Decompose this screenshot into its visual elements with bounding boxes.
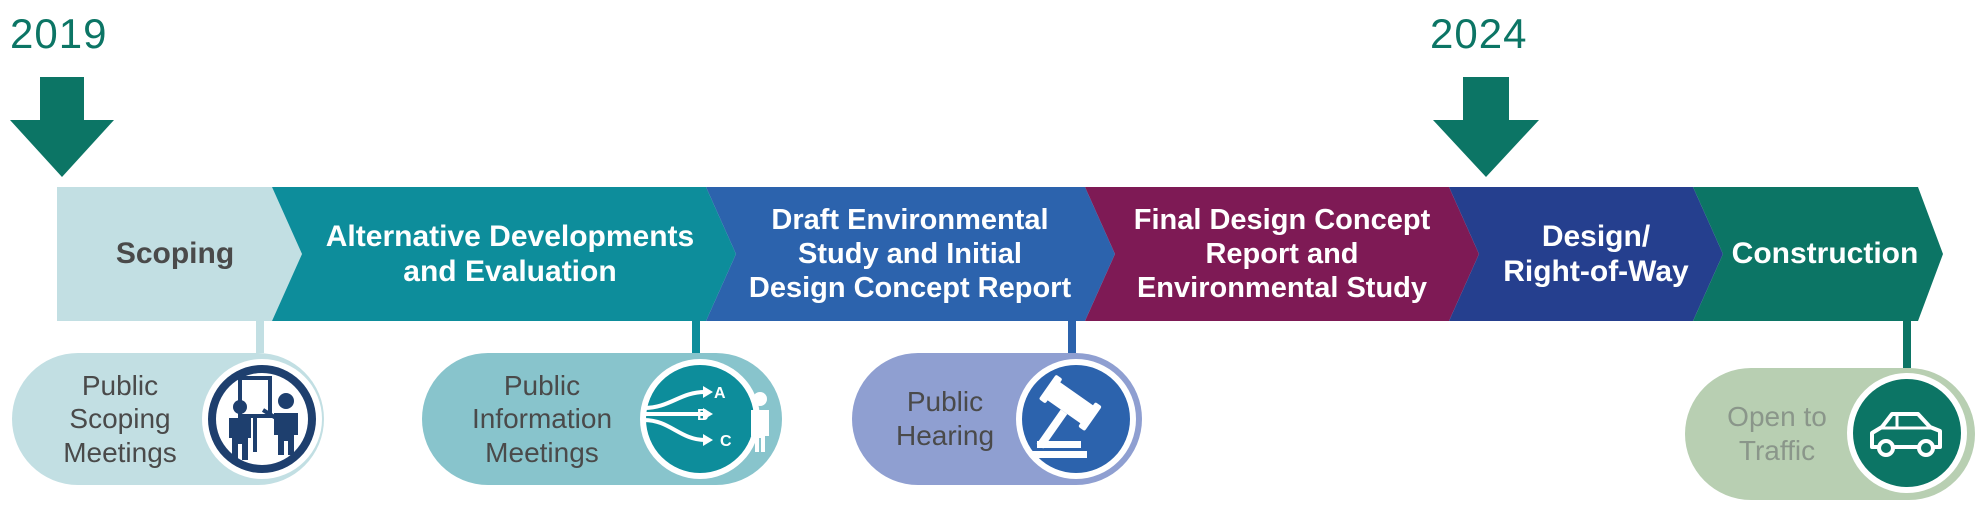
milestone-label-hearing: Public Hearing: [895, 386, 995, 451]
connector-information: [692, 321, 700, 353]
connector-traffic: [1903, 321, 1911, 368]
gavel-icon: [1016, 359, 1136, 479]
end-arrow-icon: [1433, 77, 1539, 177]
presentation-meeting-icon: [202, 359, 322, 479]
end-year: 2024: [1430, 10, 1528, 57]
connector-scoping: [256, 321, 264, 353]
stage-design-shape: [1449, 187, 1723, 321]
svg-text:C: C: [720, 433, 732, 450]
stage-label-design: Design/ Right-of-Way: [1503, 219, 1689, 288]
alternatives-abc-icon: A B C: [640, 359, 769, 479]
stage-final-shape: [1085, 187, 1479, 321]
milestone-label-traffic: Open to Traffic: [1727, 401, 1827, 466]
svg-text:B: B: [697, 407, 709, 424]
stage-label-draft: Draft Environmental Study and Initial De…: [748, 203, 1072, 305]
stage-label-construction: Construction: [1731, 237, 1919, 271]
car-icon: [1847, 373, 1967, 493]
start-arrow-icon: [10, 77, 114, 177]
stage-construction-shape: [1693, 187, 1943, 321]
stage-draft-shape: [706, 187, 1115, 321]
stage-label-final: Final Design Concept Report and Environm…: [1133, 203, 1431, 305]
stage-label-alternatives: Alternative Developments and Evaluation: [325, 219, 695, 288]
milestone-label-information: Public Information Meetings: [471, 369, 613, 468]
stage-alternatives-shape: [272, 187, 736, 321]
stage-label-scoping: Scoping: [115, 237, 235, 271]
connector-hearing: [1068, 321, 1076, 353]
start-year: 2019: [10, 10, 108, 57]
milestone-label-scoping: Public Scoping Meetings: [63, 369, 177, 468]
svg-text:A: A: [714, 385, 726, 402]
stage-scoping-shape: [57, 187, 302, 321]
